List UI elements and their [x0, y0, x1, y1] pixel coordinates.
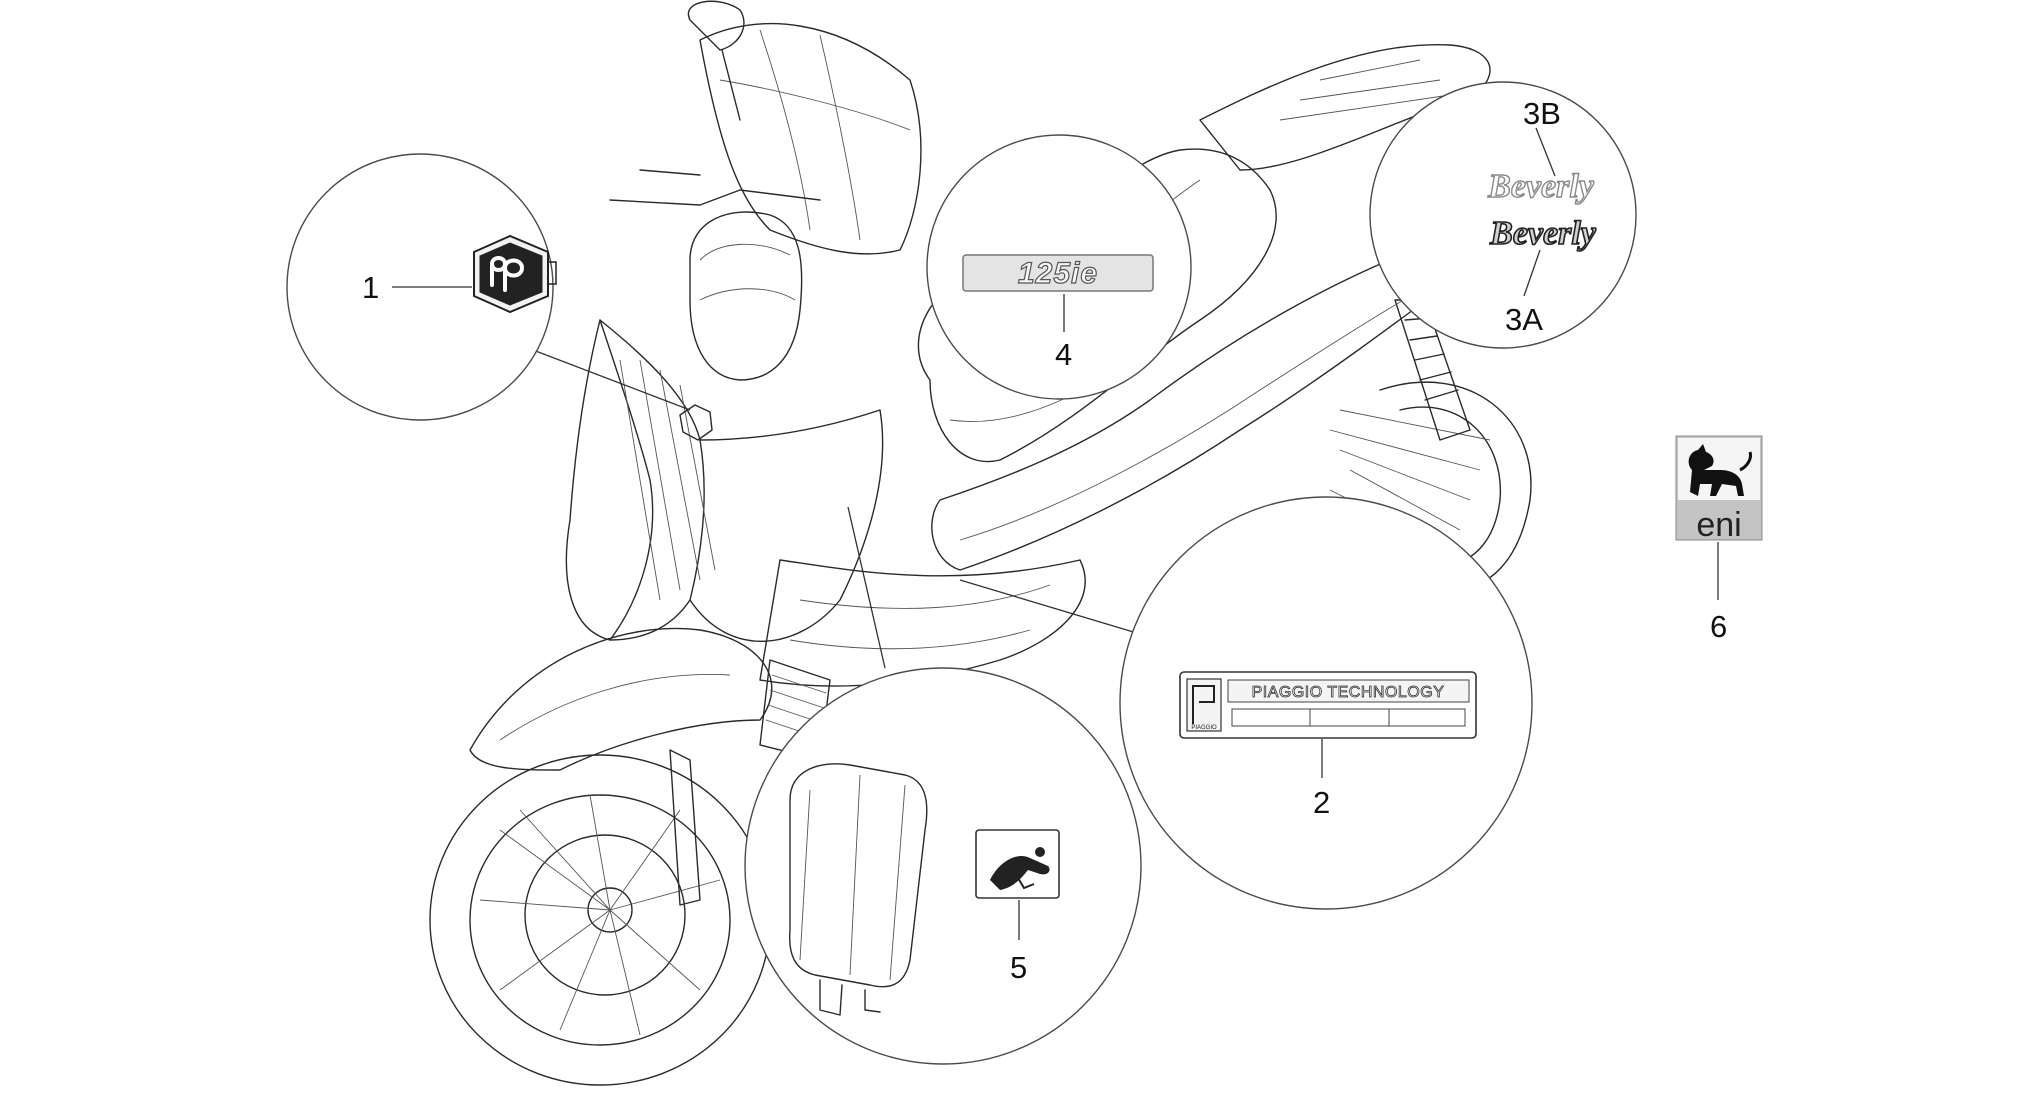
handlebar	[609, 169, 821, 206]
storage-compartment-drawing	[788, 763, 928, 1016]
callout-5-label: 5	[1010, 950, 1027, 985]
model-name: Beverly	[1489, 215, 1597, 252]
eni-dog-icon	[1688, 444, 1752, 496]
plate-brand-text: PIAGGIO TECHNOLOGY	[1252, 684, 1445, 701]
rear-shock	[1394, 299, 1471, 441]
floorboard	[759, 559, 1086, 687]
callout-3a-label: 3A	[1505, 302, 1543, 337]
callout-1-group: 1	[286, 153, 691, 421]
model-badge-text: 125ie	[1018, 257, 1098, 290]
eni-wordmark: eni	[1696, 506, 1741, 544]
piaggio-badge-icon	[473, 234, 557, 314]
callout-5-circle	[744, 667, 1142, 1065]
callout-4-group: 125ie 4	[926, 134, 1192, 400]
mirror	[687, 0, 745, 121]
callout-2-label: 2	[1313, 785, 1330, 820]
model-name-outline: Beverly	[1487, 168, 1595, 205]
front-fender	[469, 627, 773, 771]
headlight	[689, 211, 803, 381]
rear-rack	[1199, 43, 1491, 171]
technology-plate: PIAGGIO PIAGGIO TECHNOLOGY	[1179, 671, 1477, 739]
callout-6-group: eni 6	[1675, 435, 1763, 644]
fairing-emblem	[679, 404, 713, 441]
callout-3-circle	[1369, 81, 1637, 349]
callout-5-group: 5	[744, 506, 1142, 1065]
callout-2-group: PIAGGIO PIAGGIO TECHNOLOGY 2	[959, 496, 1533, 910]
callout-1-label: 1	[362, 270, 379, 305]
plate-small-text: PIAGGIO	[1191, 725, 1217, 731]
rear-wheel	[1329, 381, 1532, 591]
callout-4-label: 4	[1055, 337, 1072, 372]
callout-3-group: 3B Beverly Beverly 3A	[1369, 81, 1637, 349]
callout-3b-label: 3B	[1523, 96, 1561, 131]
windscreen	[699, 22, 922, 255]
scooter-drawing	[429, 0, 1532, 1086]
front-wheel	[429, 754, 771, 1086]
front-fork	[669, 749, 701, 906]
warning-pictogram-icon	[975, 829, 1060, 899]
callout-6-label: 6	[1710, 609, 1727, 644]
eni-logo: eni	[1675, 435, 1763, 544]
